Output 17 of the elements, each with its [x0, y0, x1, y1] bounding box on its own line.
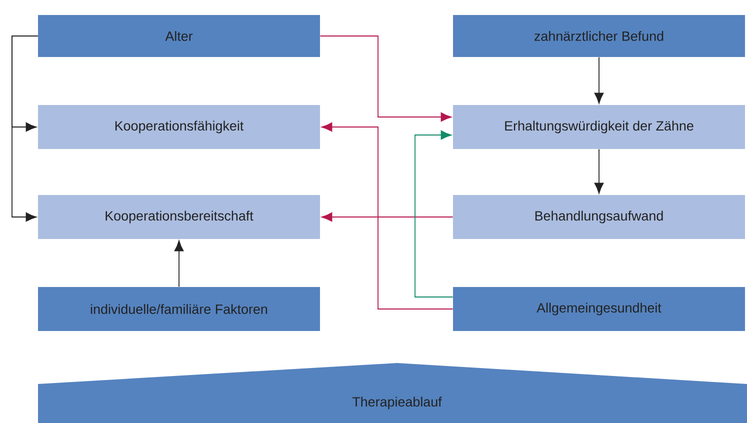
factor-box: Kooperationsfähigkeit [38, 105, 320, 149]
arrow [321, 212, 454, 222]
heading-box: zahnärztlicher Befund [453, 15, 745, 57]
arrow [320, 36, 452, 122]
factor-box: Behandlungsaufwand [453, 195, 745, 239]
factor-box: Erhaltungswürdigkeit der Zähne [453, 105, 745, 149]
arrow [12, 36, 38, 222]
process-banner: Therapieablauf [38, 363, 747, 423]
arrow [414, 130, 454, 298]
heading-box: individuelle/familiäre Faktoren [38, 287, 320, 331]
heading-box: Alter [38, 15, 320, 57]
arrow [594, 56, 604, 104]
heading-box: Allgemeingesundheit [453, 287, 745, 331]
arrow [174, 240, 184, 288]
arrow [594, 148, 604, 194]
factor-box: Kooperationsbereitschaft [38, 195, 320, 239]
arrow [321, 122, 454, 310]
